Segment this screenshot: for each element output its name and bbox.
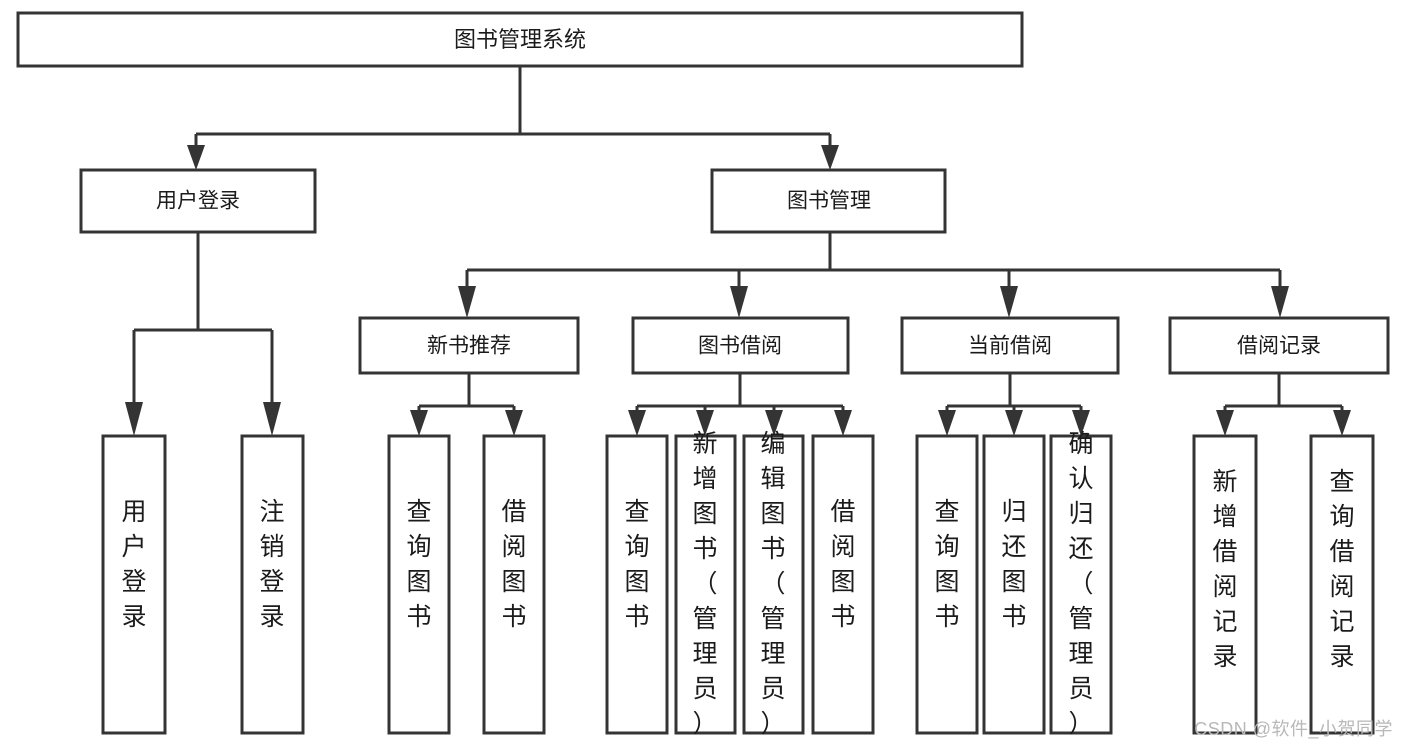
arrow-head-leaf-13: [1333, 410, 1351, 436]
node-borrow-record-box[interactable]: [1168, 316, 1390, 375]
leaf-node[interactable]: 借阅图书: [482, 434, 546, 735]
leaf-node[interactable]: 编辑图书（管理员）: [742, 430, 805, 738]
arrow-head-leaf-10: [1005, 410, 1023, 436]
leaf-box-confirm-return-admin[interactable]: [1049, 434, 1113, 735]
leaf-label-add-book-admin: 新增图书（管理员）: [692, 430, 717, 738]
arrow-head-leaf-4: [505, 410, 523, 436]
node-book-management-box[interactable]: [710, 168, 947, 234]
node-user-login-label: 用户登录: [156, 190, 240, 213]
arrow-head-leaf-5: [628, 410, 646, 436]
leaf-box-query-borrow-record[interactable]: [1309, 434, 1375, 735]
leaf-label-edit-book-admin: 编辑图书（管理员）: [760, 430, 785, 738]
node-user-login[interactable]: 用户登录: [79, 168, 317, 234]
arrow-head-leaf-11: [1072, 410, 1090, 436]
leaf-node[interactable]: 查询图书: [915, 434, 979, 735]
node-root[interactable]: 图书管理系统: [16, 11, 1024, 68]
leaf-box-add-book-admin[interactable]: [674, 434, 737, 735]
leaf-label-query-book-2: 查询图书: [624, 498, 649, 631]
node-root-label: 图书管理系统: [454, 27, 586, 52]
node-user-login-box[interactable]: [79, 168, 317, 234]
leaf-label-confirm-return-admin: 确认归还（管理员）: [1068, 430, 1093, 738]
node-new-book-recommend[interactable]: 新书推荐: [358, 316, 580, 375]
node-current-borrow-label: 当前借阅: [968, 335, 1052, 358]
leaf-node[interactable]: 查询图书: [387, 434, 451, 735]
leaf-label-user-login: 用户登录: [121, 498, 146, 631]
arrow-head-leaf-7: [765, 410, 783, 436]
leaf-label-query-book-1: 查询图书: [406, 498, 431, 631]
arrow-head-user-login: [187, 145, 205, 170]
arrow-head-leaf-1: [125, 402, 143, 436]
arrow-head-leaf-3: [410, 410, 428, 436]
leaf-node[interactable]: 查询借阅记录: [1309, 434, 1375, 735]
leaf-box-return-book[interactable]: [982, 434, 1046, 735]
leaf-node[interactable]: 借阅图书: [811, 434, 875, 735]
arrow-head-borrow-record: [1271, 286, 1289, 318]
arrow-head-leaf-2: [263, 402, 281, 436]
leaf-box-user-login[interactable]: [101, 434, 167, 735]
node-book-borrow[interactable]: 图书借阅: [631, 316, 850, 375]
arrow-head-leaf-6: [696, 410, 714, 436]
leaf-node[interactable]: 确认归还（管理员）: [1049, 430, 1113, 738]
leaf-label-add-borrow-record: 新增借阅记录: [1212, 468, 1237, 671]
leaf-label-query-book-3: 查询图书: [934, 498, 959, 631]
node-new-book-recommend-box[interactable]: [358, 316, 580, 375]
leaf-box-borrow-book-2[interactable]: [811, 434, 875, 735]
leaf-box-add-borrow-record[interactable]: [1192, 434, 1258, 735]
leaf-node[interactable]: 注销登录: [240, 434, 305, 735]
leaf-node[interactable]: 新增图书（管理员）: [674, 430, 737, 738]
node-current-borrow[interactable]: 当前借阅: [900, 316, 1120, 375]
leaf-node[interactable]: 用户登录: [101, 434, 167, 735]
leaf-box-query-book-2[interactable]: [605, 434, 669, 735]
arrow-head-current-borrow: [1000, 286, 1018, 318]
arrow-head-leaf-9: [938, 410, 956, 436]
node-book-management-label: 图书管理: [787, 190, 871, 213]
node-current-borrow-box[interactable]: [900, 316, 1120, 375]
arrow-head-leaf-8: [834, 410, 852, 436]
leaf-box-logout[interactable]: [240, 434, 305, 735]
leaf-node[interactable]: 新增借阅记录: [1192, 434, 1258, 735]
node-book-management[interactable]: 图书管理: [710, 168, 947, 234]
leaf-node[interactable]: 查询图书: [605, 434, 669, 735]
node-borrow-record[interactable]: 借阅记录: [1168, 316, 1390, 375]
arrow-head-new-book: [458, 286, 476, 318]
leaf-box-borrow-book-1[interactable]: [482, 434, 546, 735]
node-root-box[interactable]: [16, 11, 1024, 68]
connector-layer: [125, 66, 1351, 436]
leaf-box-query-book-1[interactable]: [387, 434, 451, 735]
node-book-borrow-box[interactable]: [631, 316, 850, 375]
leaf-box-edit-book-admin[interactable]: [742, 434, 805, 735]
arrow-head-borrow-book: [730, 286, 748, 318]
arrow-head-book-mgmt: [821, 145, 839, 170]
leaf-label-query-borrow-record: 查询借阅记录: [1329, 468, 1354, 671]
leaf-label-logout: 注销登录: [259, 498, 284, 631]
node-new-book-recommend-label: 新书推荐: [427, 335, 511, 358]
node-borrow-record-label: 借阅记录: [1237, 335, 1321, 358]
leaf-label-return-book: 归还图书: [1001, 498, 1026, 631]
node-book-borrow-label: 图书借阅: [698, 335, 782, 358]
leaf-label-borrow-book-1: 借阅图书: [501, 498, 526, 631]
leaf-node[interactable]: 归还图书: [982, 434, 1046, 735]
leaf-box-query-book-3[interactable]: [915, 434, 979, 735]
arrow-head-leaf-12: [1216, 410, 1234, 436]
leaf-label-borrow-book-2: 借阅图书: [830, 498, 855, 631]
